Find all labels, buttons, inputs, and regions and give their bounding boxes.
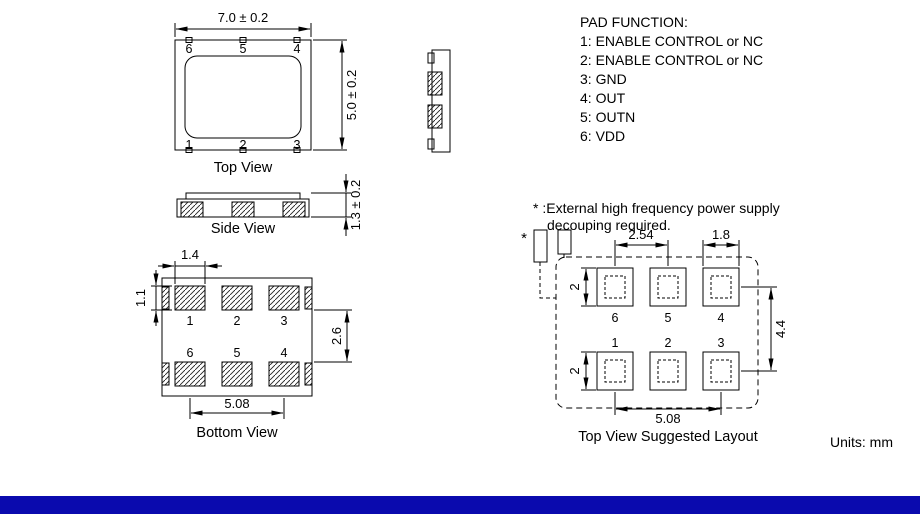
dim-label-pitch-x: 2.54 xyxy=(628,227,653,242)
bottom-pad xyxy=(268,285,300,311)
pad-function-item-1: 1: ENABLE CONTROL or NC xyxy=(580,33,764,49)
package-pad xyxy=(657,359,679,383)
edge-pad xyxy=(161,362,170,386)
pin-label-3: 3 xyxy=(718,336,725,350)
pin-label-5: 5 xyxy=(234,346,241,360)
pin-tick xyxy=(293,147,301,153)
bottom-view-drawing: 1.4 1.1 2.6 5.08 1 2 3 6 5 4 Bottom View xyxy=(133,247,352,441)
pad-function-title: PAD FUNCTION: xyxy=(580,14,688,30)
top-view-drawing: 7.0 ± 0.2 5.0 ± 0.2 6 5 4 1 2 3 Top View xyxy=(174,10,359,176)
dim-label-pad-height-top: 2 xyxy=(567,283,582,290)
land-pad-4 xyxy=(702,267,740,307)
edge-pad xyxy=(304,286,313,310)
land-pad-1 xyxy=(596,351,634,391)
end-view-pad xyxy=(427,104,443,129)
side-view-pad xyxy=(231,201,255,218)
pin-label-3: 3 xyxy=(294,138,301,152)
pin-label-4: 4 xyxy=(718,311,725,325)
end-view-pad xyxy=(427,71,443,96)
dim-label-pad-height-bottom: 2 xyxy=(567,367,582,374)
top-view-body xyxy=(184,55,302,139)
end-view-tab xyxy=(427,52,435,64)
dim-label-row-pitch: 4.4 xyxy=(773,320,788,338)
side-view-pad xyxy=(180,201,204,218)
bottom-pad xyxy=(221,285,253,311)
edge-pad xyxy=(161,286,170,310)
layout-view-drawing: * 2.54 1.8 2 4.4 2 5.08 6 5 4 1 2 3 Top … xyxy=(521,227,788,445)
package-pad xyxy=(604,275,626,299)
footnote-line2: decouping required. xyxy=(547,217,671,233)
dim-label-pitch: 5.08 xyxy=(224,396,249,411)
dim-label-row-gap: 2.6 xyxy=(329,327,344,345)
pin-label-1: 1 xyxy=(187,314,194,328)
pin-tick xyxy=(185,37,193,43)
dim-label-top-width: 7.0 ± 0.2 xyxy=(218,10,269,25)
bottom-pad xyxy=(268,361,300,387)
pin-label-6: 6 xyxy=(186,42,193,56)
pin-label-6: 6 xyxy=(187,346,194,360)
land-pad-5 xyxy=(649,267,687,307)
bottom-pad xyxy=(174,285,206,311)
dim-label-thickness: 1.3 ± 0.2 xyxy=(348,180,363,231)
footnote-marker: * xyxy=(521,230,527,247)
end-view-tab xyxy=(427,138,435,150)
package-pad xyxy=(710,275,732,299)
pin-tick xyxy=(239,37,247,43)
trace-outline xyxy=(539,262,556,299)
pad-function-item-2: 2: ENABLE CONTROL or NC xyxy=(580,52,764,68)
footnote-line1: * :External high frequency power supply xyxy=(533,200,780,216)
end-view-body xyxy=(431,49,451,153)
land-pad-6 xyxy=(596,267,634,307)
package-pad xyxy=(657,275,679,299)
pin-label-4: 4 xyxy=(281,346,288,360)
dim-label-top-height: 5.0 ± 0.2 xyxy=(344,70,359,121)
pin-label-2: 2 xyxy=(665,336,672,350)
top-view-outline xyxy=(174,39,312,151)
land-pad-3 xyxy=(702,351,740,391)
pin-label-1: 1 xyxy=(612,336,619,350)
bottom-pad xyxy=(221,361,253,387)
top-view-label: Top View xyxy=(214,160,273,176)
side-view-label: Side View xyxy=(211,221,276,237)
end-view-drawing xyxy=(427,49,451,153)
dim-label-pad-height: 1.1 xyxy=(133,289,148,307)
pin-label-2: 2 xyxy=(240,138,247,152)
decoupling-trace xyxy=(533,229,548,263)
pin-tick xyxy=(185,147,193,153)
footer-bar xyxy=(0,496,920,514)
pad-function-block: PAD FUNCTION: 1: ENABLE CONTROL or NC 2:… xyxy=(580,13,763,146)
package-pad xyxy=(710,359,732,383)
pin-tick xyxy=(293,37,301,43)
pad-function-item-4: 4: OUT xyxy=(580,90,626,106)
bottom-view-outline xyxy=(161,277,313,397)
pin-label-2: 2 xyxy=(234,314,241,328)
dim-label-pad-width: 1.8 xyxy=(712,227,730,242)
pad-function-item-3: 3: GND xyxy=(580,71,627,87)
land-pad-2 xyxy=(649,351,687,391)
pin-label-6: 6 xyxy=(612,311,619,325)
pin-label-5: 5 xyxy=(665,311,672,325)
pad-function-item-6: 6: VDD xyxy=(580,128,626,144)
dim-label-span: 5.08 xyxy=(655,411,680,426)
pin-tick xyxy=(239,147,247,153)
bottom-view-label: Bottom View xyxy=(196,425,278,441)
pin-label-4: 4 xyxy=(294,42,301,56)
pin-label-5: 5 xyxy=(240,42,247,56)
pad-function-item-5: 5: OUTN xyxy=(580,109,636,125)
side-view-pad xyxy=(282,201,306,218)
package-pad xyxy=(604,359,626,383)
layout-view-label: Top View Suggested Layout xyxy=(578,429,758,445)
edge-pad xyxy=(304,362,313,386)
dim-label-pad-width: 1.4 xyxy=(181,247,199,262)
pin-label-3: 3 xyxy=(281,314,288,328)
units-label: Units: mm xyxy=(830,434,893,450)
side-view-drawing: 1.3 ± 0.2 Side View xyxy=(176,174,363,237)
bottom-pad xyxy=(174,361,206,387)
side-view-lid xyxy=(185,192,301,200)
pin-label-1: 1 xyxy=(186,138,193,152)
layout-package-outline xyxy=(555,256,759,409)
